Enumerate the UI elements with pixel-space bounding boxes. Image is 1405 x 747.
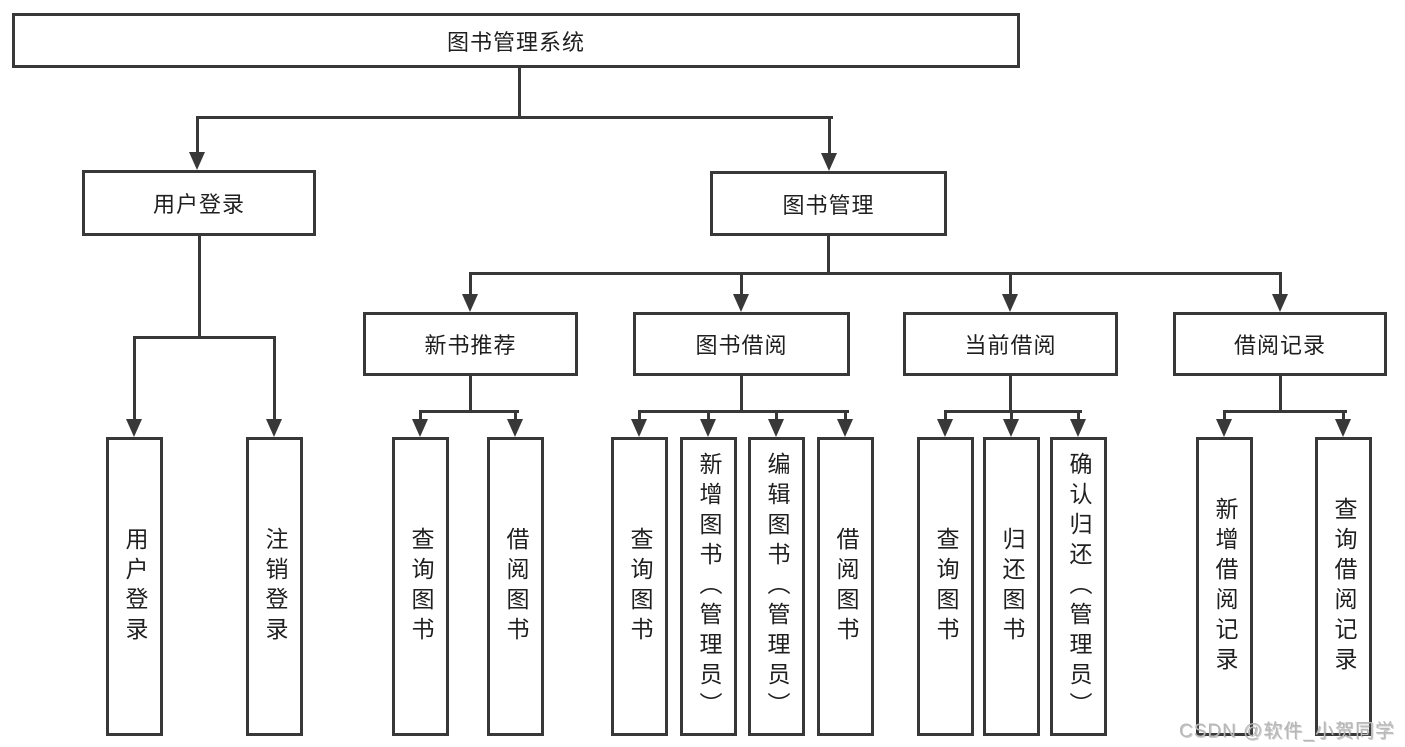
arrowhead-down-icon [837, 419, 853, 437]
leaf-query-books-borrow: 查询图书 [611, 437, 668, 736]
node-library-management-system: 图书管理系统 [12, 13, 1020, 68]
connector-line [469, 272, 1282, 275]
connector-line [1279, 272, 1282, 298]
node-user-login: 用户登录 [82, 170, 316, 236]
connector-line [196, 116, 199, 154]
connector-line [1009, 376, 1012, 413]
arrowhead-down-icon [1003, 419, 1019, 437]
node-label: 借阅记录 [1233, 333, 1326, 358]
leaf-query-borrow-record: 查询借阅记录 [1315, 437, 1372, 736]
arrowhead-down-icon [1070, 419, 1086, 437]
node-book-management: 图书管理 [710, 171, 947, 236]
connector-line [419, 410, 422, 423]
arrowhead-down-icon [700, 419, 716, 437]
connector-line [419, 410, 519, 413]
node-label: 用户登录 [152, 192, 245, 217]
connector-line [469, 376, 472, 413]
connector-line [1223, 410, 1347, 413]
csdn-watermark: CSDN @软件_小贺同学 [1179, 721, 1395, 742]
leaf-logout: 注销登录 [246, 437, 303, 736]
leaf-label: 用户登录 [122, 526, 148, 647]
leaf-user-login: 用户登录 [106, 437, 163, 736]
leaf-add-borrow-record: 新增借阅记录 [1196, 437, 1253, 736]
node-current-borrowing: 当前借阅 [903, 312, 1118, 376]
leaf-label: 借阅图书 [833, 526, 859, 647]
leaf-label: 新增图书（管理员） [696, 451, 722, 722]
leaf-query-books-recommend: 查询图书 [392, 437, 449, 736]
node-label: 图书管理 [782, 192, 875, 218]
connector-line [707, 410, 710, 423]
connector-line [1010, 410, 1013, 423]
node-label: 新书推荐 [424, 333, 517, 358]
leaf-label: 确认归还（管理员） [1066, 451, 1092, 722]
leaf-edit-book-admin: 编辑图书（管理员） [748, 437, 805, 736]
arrowhead-down-icon [462, 294, 478, 312]
arrowhead-down-icon [412, 419, 428, 437]
arrowhead-down-icon [1272, 294, 1288, 312]
arrowhead-down-icon [266, 419, 282, 437]
connector-line [1077, 410, 1080, 423]
arrowhead-down-icon [733, 294, 749, 312]
arrowhead-down-icon [189, 152, 205, 170]
connector-line [133, 336, 136, 421]
node-label: 当前借阅 [964, 333, 1057, 358]
leaf-borrow-books-borrow: 借阅图书 [817, 437, 874, 736]
leaf-label: 新增借阅记录 [1212, 496, 1238, 677]
connector-line [196, 116, 833, 119]
arrowhead-down-icon [631, 419, 647, 437]
connector-line [518, 68, 521, 118]
connector-line [638, 410, 641, 423]
connector-line [638, 410, 849, 413]
node-borrowing-records: 借阅记录 [1173, 312, 1387, 376]
connector-line [740, 376, 743, 413]
connector-line [944, 410, 1082, 413]
connector-line [1009, 272, 1012, 298]
connector-line [469, 272, 472, 298]
node-label: 图书管理系统 [446, 29, 585, 55]
leaf-borrow-books-recommend: 借阅图书 [487, 437, 544, 736]
arrowhead-down-icon [126, 419, 142, 437]
connector-line [273, 336, 276, 421]
node-new-book-recommendation: 新书推荐 [363, 312, 578, 376]
connector-line [827, 236, 830, 275]
arrowhead-down-icon [1002, 294, 1018, 312]
leaf-label: 编辑图书（管理员） [764, 451, 790, 722]
node-book-borrowing: 图书借阅 [633, 312, 850, 376]
connector-line [1342, 410, 1345, 423]
connector-line [1223, 410, 1226, 423]
connector-line [514, 410, 517, 423]
leaf-label: 查询图书 [933, 526, 959, 647]
connector-line [740, 272, 743, 298]
connector-line [844, 410, 847, 423]
connector-line [133, 336, 276, 339]
connector-line [1279, 376, 1282, 413]
node-label: 图书借阅 [695, 333, 788, 358]
leaf-label: 查询图书 [627, 526, 653, 647]
arrowhead-down-icon [507, 419, 523, 437]
connector-line [198, 236, 201, 339]
arrowhead-down-icon [1335, 419, 1351, 437]
arrowhead-down-icon [821, 153, 837, 171]
leaf-return-book: 归还图书 [983, 437, 1040, 736]
connector-line [944, 410, 947, 423]
leaf-add-book-admin: 新增图书（管理员） [680, 437, 737, 736]
connector-line [828, 116, 831, 154]
leaf-confirm-return-admin: 确认归还（管理员） [1050, 437, 1107, 736]
arrowhead-down-icon [937, 419, 953, 437]
leaf-label: 查询图书 [408, 526, 434, 647]
leaf-label: 归还图书 [999, 526, 1025, 647]
leaf-query-books-current: 查询图书 [917, 437, 974, 736]
arrowhead-down-icon [1216, 419, 1232, 437]
leaf-label: 查询借阅记录 [1331, 496, 1357, 677]
leaf-label: 注销登录 [262, 526, 288, 647]
arrowhead-down-icon [768, 419, 784, 437]
leaf-label: 借阅图书 [503, 526, 529, 647]
connector-line [775, 410, 778, 423]
